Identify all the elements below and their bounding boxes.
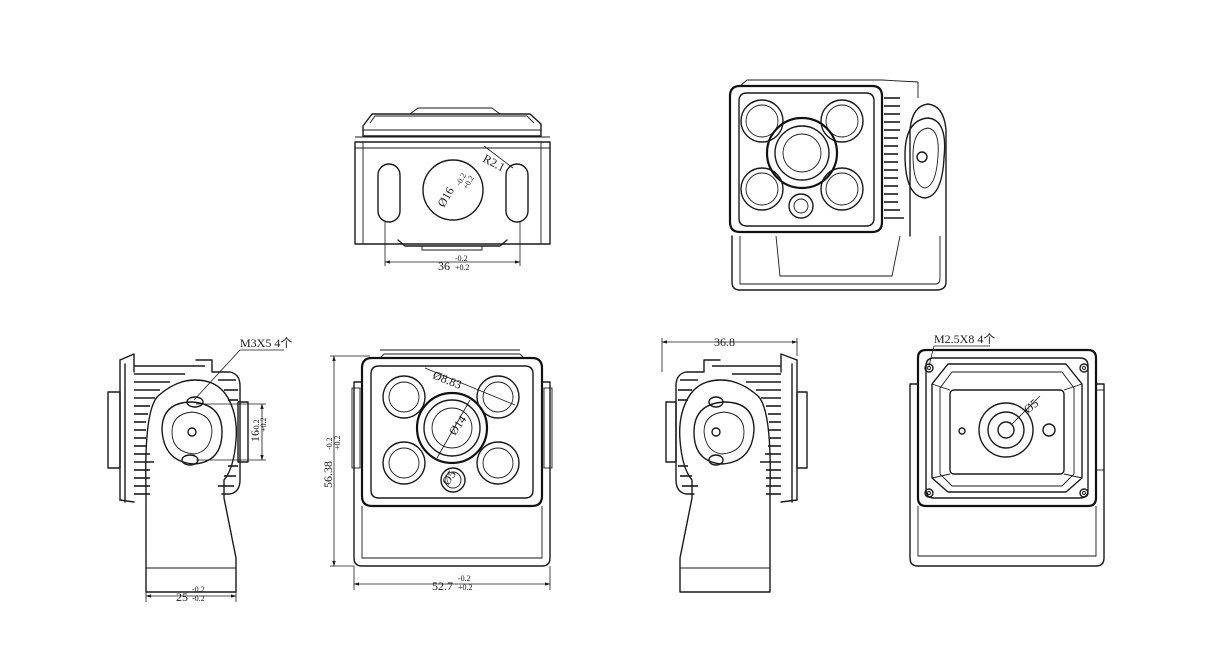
top-hole-label: Ø16	[434, 185, 456, 210]
front-height-label: 56.38	[321, 461, 335, 488]
front-height-tol-lower: +0.2	[333, 435, 342, 450]
side-screw-label: M3X5 4个	[240, 336, 292, 350]
front-height-tol-upper: -0.2	[325, 437, 334, 450]
front-sensor-label: Ø5	[439, 468, 459, 488]
front-led-label: Ø8.83	[431, 368, 464, 392]
side-width-tol-upper: -0.2	[192, 585, 205, 594]
rside-depth-label: 36.8	[714, 335, 735, 349]
back-screw-label: M2.5X8 4个	[934, 332, 995, 346]
side-height-tol-upper: -0.2	[252, 419, 261, 432]
right-side-view: 36.8	[661, 335, 808, 593]
isometric-view	[728, 79, 947, 291]
front-width-label: 52.7	[432, 579, 453, 593]
back-view: M2.5X8 4个 Ø5	[909, 332, 1105, 567]
front-view: Ø8.83 Ø14 Ø5 56.38 -0.2 +0.2 52.7 -0.2 +…	[321, 349, 553, 593]
top-radius-label: R2.1	[481, 151, 508, 174]
front-lens-label: Ø14	[446, 413, 469, 438]
top-width-tol-upper: -0.2	[455, 254, 468, 263]
side-height-tol-lower: +0.2	[259, 417, 268, 432]
side-width-tol-lower: -0.2	[192, 594, 205, 603]
top-width-tol-lower: +0.2	[455, 263, 470, 272]
side-height-label: 16	[248, 430, 262, 442]
left-side-view: M3X5 4个 16 -0.2 +0.2 25 -0.2 -0.2	[107, 336, 292, 604]
top-view: 36 -0.2 +0.2 R2.1 Ø16 -0.2 +0.2	[354, 107, 551, 273]
front-width-tol-upper: -0.2	[458, 574, 471, 583]
front-width-tol-lower: +0.2	[458, 583, 473, 592]
back-hole-label: Ø5	[1021, 396, 1041, 416]
side-width-label: 25	[176, 590, 188, 604]
top-width-label: 36	[438, 259, 450, 273]
